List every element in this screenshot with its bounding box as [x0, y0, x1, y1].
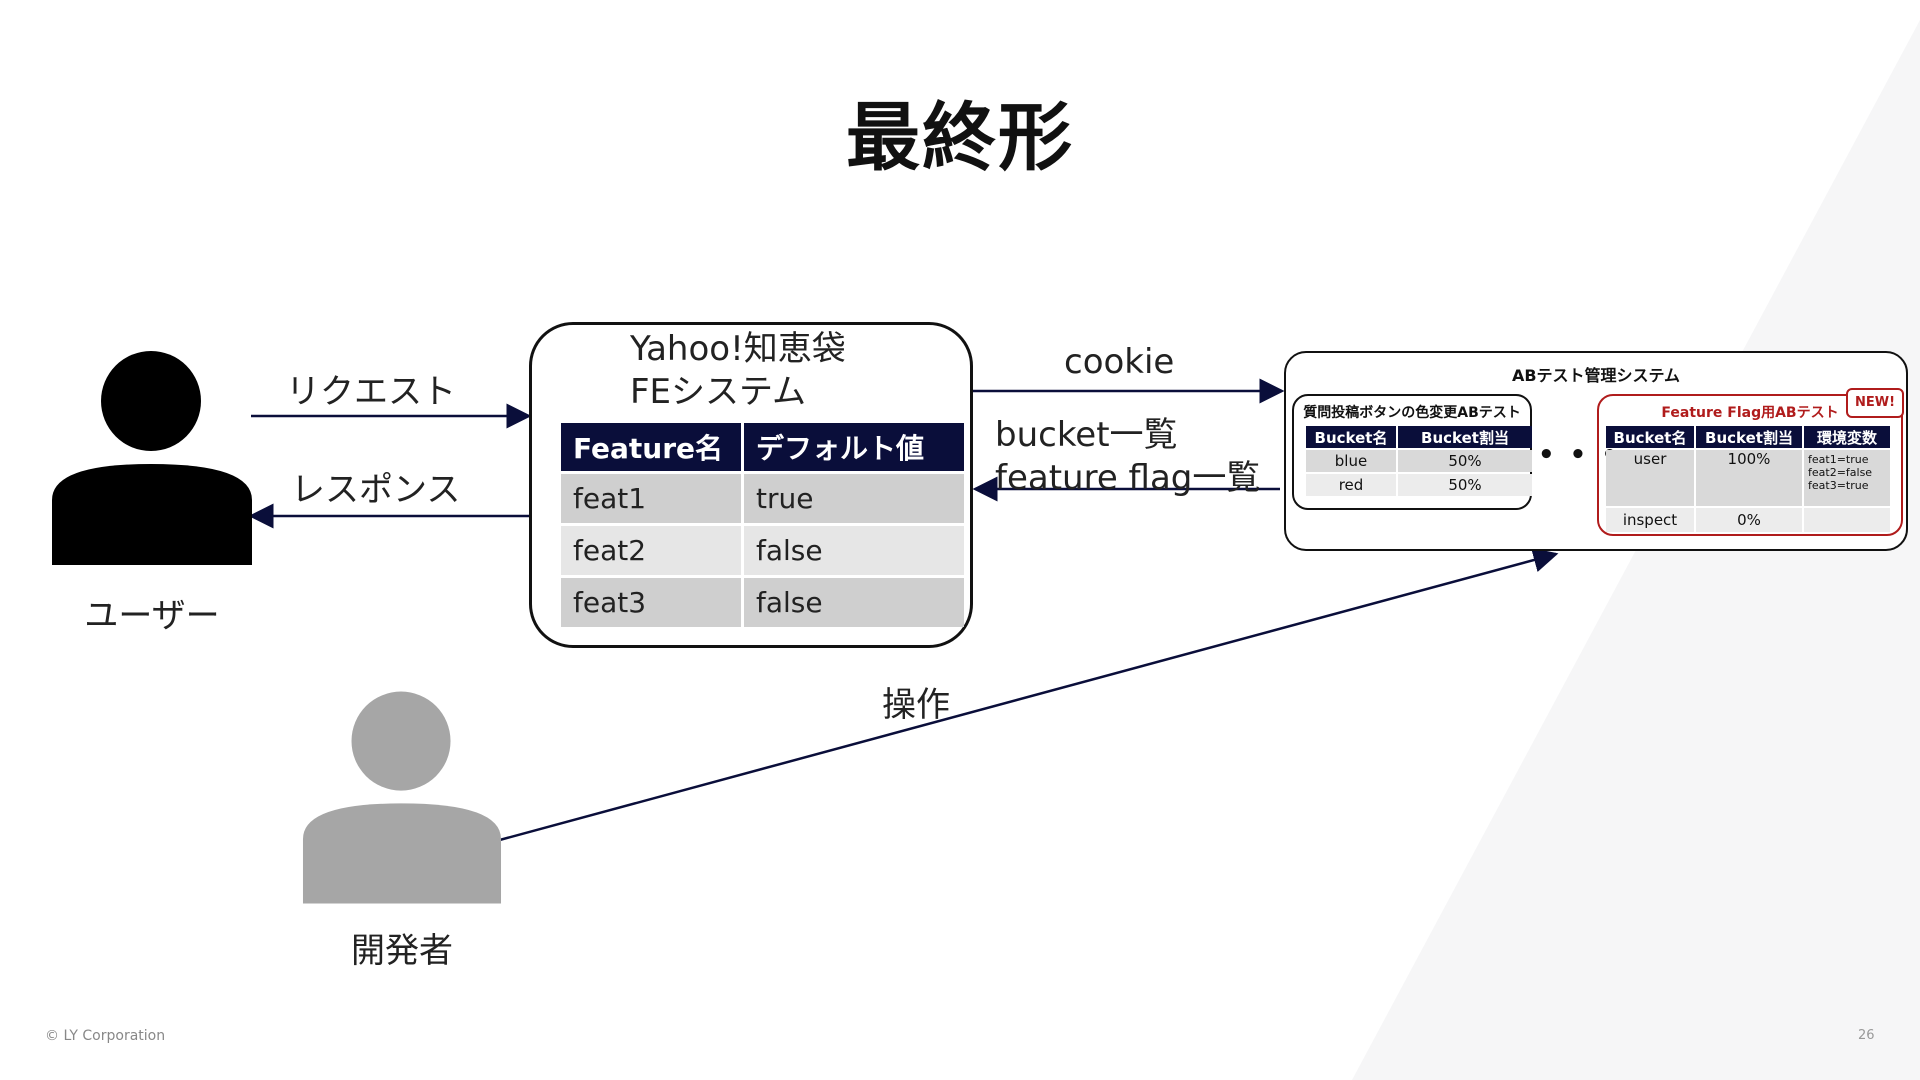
table-row: feat1 true [561, 474, 964, 523]
user-label: ユーザー [84, 596, 220, 636]
developer-person-icon [302, 691, 502, 904]
table-row: feat2 false [561, 526, 964, 575]
table-cell: 50% [1398, 450, 1532, 472]
table-cell: true [744, 474, 964, 523]
page-number: 26 [1858, 1028, 1875, 1043]
table-cell [1804, 508, 1890, 532]
column-header: Bucket名 [1606, 426, 1694, 448]
table-cell: false [744, 578, 964, 627]
table-cell: 100% [1696, 450, 1802, 506]
color-test-table: Bucket名 Bucket割当 blue 50% red 50% [1304, 424, 1534, 498]
feature-flag-test-title: Feature Flag用ABテスト [1661, 405, 1839, 421]
column-header: Bucket割当 [1398, 426, 1532, 448]
column-header: Bucket名 [1306, 426, 1396, 448]
table-cell: red [1306, 474, 1396, 496]
table-cell: feat1 [561, 474, 741, 523]
fe-system-title: Yahoo!知恵袋 FEシステム [630, 328, 846, 414]
slide-title: 最終形 [846, 95, 1074, 181]
response-label: レスポンス [291, 470, 461, 510]
request-label: リクエスト [286, 372, 456, 412]
feature-flag-test-table: Bucket名 Bucket割当 環境変数 user 100% feat1=tr… [1604, 424, 1892, 534]
table-cell: blue [1306, 450, 1396, 472]
env-vars-cell: feat1=true feat2=false feat3=true [1804, 450, 1890, 506]
table-cell: 0% [1696, 508, 1802, 532]
fe-system-title-line2: FEシステム [630, 372, 807, 412]
operation-label: 操作 [882, 685, 950, 725]
table-cell: feat2 [561, 526, 741, 575]
env-var: feat2=false [1808, 466, 1873, 479]
table-header-row: Bucket名 Bucket割当 環境変数 [1606, 426, 1890, 448]
table-cell: user [1606, 450, 1694, 506]
table-row: inspect 0% [1606, 508, 1890, 532]
table-header-row: Bucket名 Bucket割当 [1306, 426, 1532, 448]
feature-flag-test-panel [1597, 394, 1903, 536]
cookie-label: cookie [1064, 342, 1175, 382]
column-header: Bucket割当 [1696, 426, 1802, 448]
column-header: 環境変数 [1804, 426, 1890, 448]
table-row: red 50% [1306, 474, 1532, 496]
fe-system-title-line1: Yahoo!知恵袋 [630, 329, 846, 369]
table-row: user 100% feat1=true feat2=false feat3=t… [1606, 450, 1890, 506]
copyright: © LY Corporation [45, 1028, 166, 1044]
flag-list-label: feature flag一覧 [995, 458, 1261, 498]
env-var: feat3=true [1808, 479, 1869, 492]
table-cell: false [744, 526, 964, 575]
developer-label: 開発者 [351, 931, 453, 971]
table-row: feat3 false [561, 578, 964, 627]
more-tests-ellipsis: • • • [1538, 440, 1621, 470]
ab-system-title: ABテスト管理システム [1511, 366, 1681, 385]
user-person-icon [52, 351, 252, 565]
feature-default-table: Feature名 デフォルト値 feat1 true feat2 false f… [558, 420, 967, 630]
table-cell: feat3 [561, 578, 741, 627]
column-header: Feature名 [561, 423, 741, 471]
new-badge: NEW! [1846, 388, 1904, 418]
bucket-list-label: bucket一覧 [995, 415, 1178, 455]
env-var: feat1=true [1808, 453, 1869, 466]
table-cell: 50% [1398, 474, 1532, 496]
table-cell: inspect [1606, 508, 1694, 532]
table-row: blue 50% [1306, 450, 1532, 472]
operation-arrow [495, 547, 1559, 843]
column-header: デフォルト値 [744, 423, 964, 471]
table-header-row: Feature名 デフォルト値 [561, 423, 964, 471]
color-test-title: 質問投稿ボタンの色変更ABテスト [1303, 405, 1521, 421]
